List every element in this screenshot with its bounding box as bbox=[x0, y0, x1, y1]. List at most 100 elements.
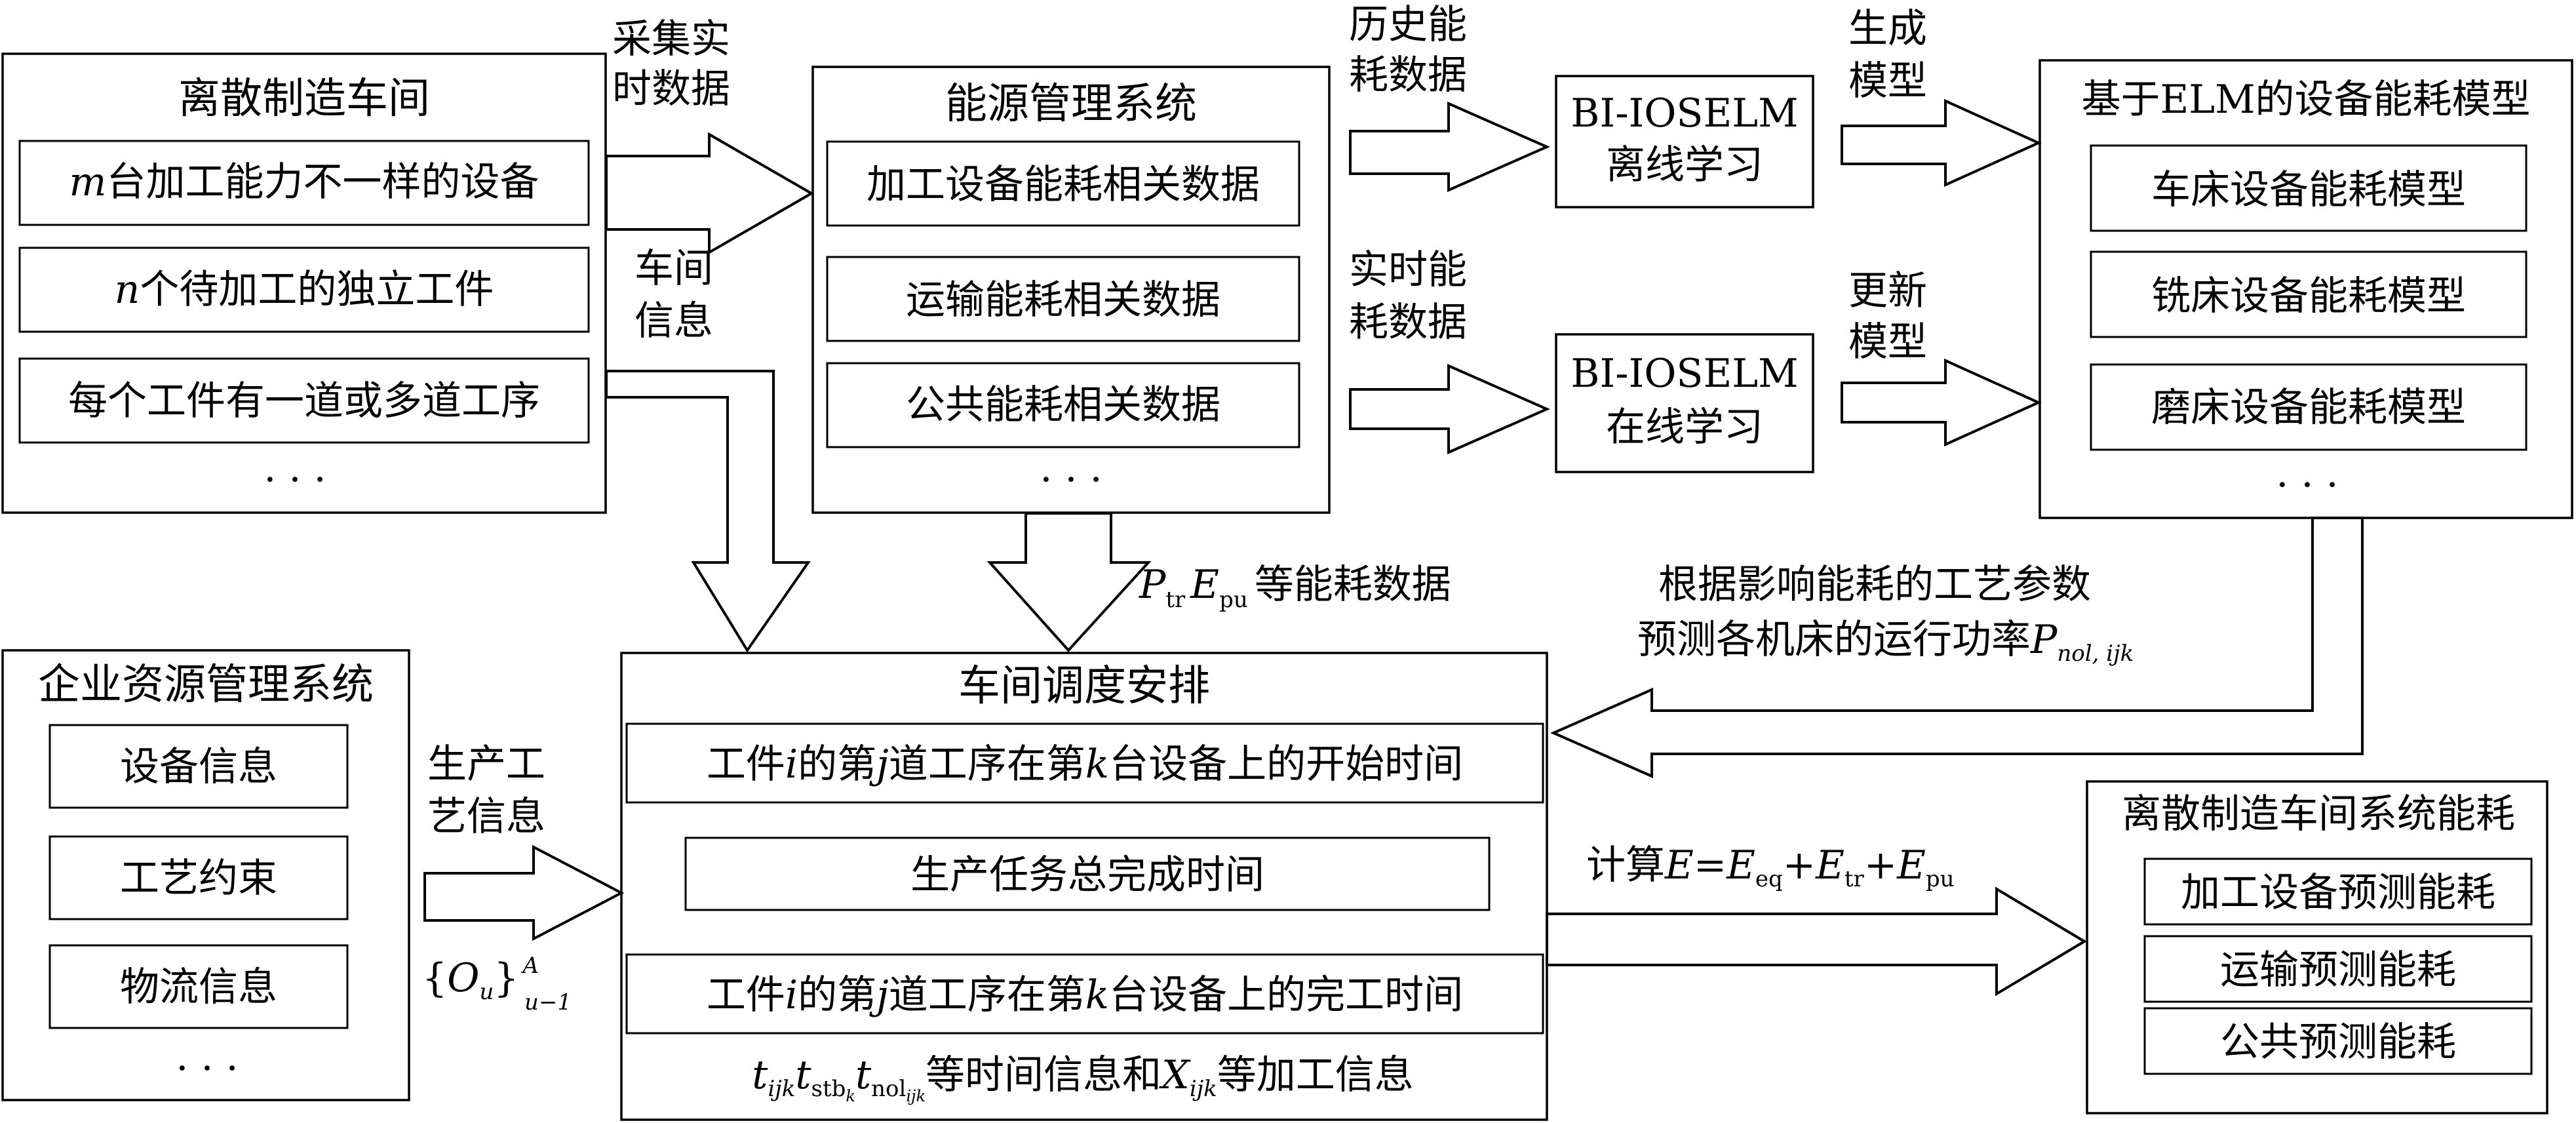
system-energy-item3-text: 公共预测能耗 bbox=[2220, 1019, 2456, 1065]
schedule-title: 车间调度安排 bbox=[958, 662, 1210, 711]
workshop-ellipsis: · · · bbox=[263, 457, 326, 503]
ems-item2-text: 运输能耗相关数据 bbox=[906, 277, 1220, 323]
s3-mid2: 道工序在第 bbox=[889, 972, 1085, 1018]
var-i: i bbox=[785, 972, 798, 1018]
predict-label-2: 预测各机床的运行功率Pnol, ijk bbox=[1637, 617, 2134, 667]
generate-label-1: 生成 bbox=[1848, 6, 1927, 52]
realtime-label-2: 耗数据 bbox=[1349, 300, 1467, 345]
s1-mid1: 的第 bbox=[798, 741, 876, 787]
update-model-arrow bbox=[1841, 358, 2042, 447]
process-label-2: 艺信息 bbox=[427, 794, 545, 840]
schedule-item-makespan bbox=[684, 837, 1491, 911]
elm-ellipsis: · · · bbox=[2276, 462, 2338, 508]
erp-item-logistics bbox=[49, 944, 349, 1029]
update-label-2: 模型 bbox=[1848, 319, 1927, 365]
elm-item3-text: 磨床设备能耗模型 bbox=[2151, 385, 2466, 431]
workshop-info-arrow bbox=[605, 370, 811, 653]
predict-power-arrow bbox=[1550, 517, 2364, 779]
realtime-data-arrow bbox=[1349, 363, 1550, 455]
erp-title: 企业资源管理系统 bbox=[38, 661, 374, 709]
svg-text:n个待加工的独立工件: n个待加工的独立工件 bbox=[115, 267, 494, 313]
ems-title: 能源管理系统 bbox=[945, 80, 1197, 128]
calc-formula-label: 计算E=Eeq+Etr+Epu bbox=[1586, 842, 1955, 892]
schedule-item-finish-time bbox=[625, 953, 1544, 1034]
ems-box: 能源管理系统 加工设备能耗相关数据 运输能耗相关数据 公共能耗相关数据 · · … bbox=[811, 66, 1331, 514]
erp-box: 企业资源管理系统 设备信息 工艺约束 物流信息 · · · bbox=[1, 649, 410, 1101]
system-energy-title: 离散制造车间系统能耗 bbox=[2122, 791, 2515, 837]
history-data-arrow bbox=[1349, 101, 1550, 193]
var-m: m bbox=[69, 159, 107, 205]
update-label-1: 更新 bbox=[1848, 268, 1927, 314]
schedule-item2-text: 生产任务总完成时间 bbox=[910, 852, 1264, 898]
process-info-arrow bbox=[423, 844, 625, 941]
schedule-box: 车间调度安排 工件i的第j道工序在第k台设备上的开始时间 生产任务总完成时间 工… bbox=[620, 652, 1548, 1121]
schedule-item-start-time bbox=[625, 722, 1544, 804]
offline-line2: 离线学习 bbox=[1606, 142, 1763, 188]
energy-data-arrow bbox=[986, 512, 1152, 652]
ems-item-public bbox=[826, 362, 1300, 448]
elm-item2-text: 铣床设备能耗模型 bbox=[2151, 273, 2466, 319]
svg-text:工件i的第j道工序在第k台设备上的完工时间: 工件i的第j道工序在第k台设备上的完工时间 bbox=[707, 972, 1463, 1018]
erp-item-equipment bbox=[49, 724, 349, 809]
elm-item-lathe bbox=[2090, 144, 2527, 232]
online-learning-box: BI-IOSELM 在线学习 bbox=[1555, 333, 1814, 473]
workshop-info-label-1: 车间 bbox=[634, 246, 713, 292]
erp-item2-text: 工艺约束 bbox=[120, 856, 277, 901]
generate-model-arrow bbox=[1841, 98, 2042, 187]
schedule-bottom-formula: tijktstbktnolijk等时间信息和Xijk等加工信息 bbox=[752, 1052, 1414, 1105]
elm-item-milling bbox=[2090, 250, 2527, 338]
ems-item1-text: 加工设备能耗相关数据 bbox=[867, 162, 1260, 208]
ems-item-transport bbox=[826, 256, 1300, 342]
online-line1: BI-IOSELM bbox=[1571, 351, 1798, 397]
system-energy-item-public bbox=[2143, 1007, 2533, 1075]
online-line2: 在线学习 bbox=[1606, 404, 1763, 450]
s3-pre: 工件 bbox=[707, 972, 785, 1018]
s1-pre: 工件 bbox=[707, 741, 785, 787]
var-k: k bbox=[1085, 741, 1109, 787]
var-k: k bbox=[1085, 972, 1109, 1018]
collect-label-1: 采集实 bbox=[612, 16, 730, 62]
erp-item1-text: 设备信息 bbox=[120, 744, 277, 790]
workshop-title: 离散制造车间 bbox=[178, 75, 430, 123]
workshop-box: 离散制造车间 m台加工能力不一样的设备 n个待加工的独立工件 每个工件有一道或多… bbox=[1, 52, 607, 514]
history-label-2: 耗数据 bbox=[1349, 52, 1467, 98]
ems-item-processing bbox=[826, 140, 1300, 227]
system-energy-box: 离散制造车间系统能耗 加工设备预测能耗 运输预测能耗 公共预测能耗 bbox=[2086, 780, 2548, 1114]
system-energy-item-transport bbox=[2143, 935, 2533, 1003]
workshop-info-label-2: 信息 bbox=[634, 298, 713, 344]
s3-mid1: 的第 bbox=[798, 972, 876, 1018]
generate-label-2: 模型 bbox=[1848, 58, 1927, 104]
erp-ellipsis: · · · bbox=[176, 1046, 238, 1092]
workshop-item-jobs bbox=[18, 246, 590, 333]
ems-item3-text: 公共能耗相关数据 bbox=[906, 382, 1220, 428]
workshop-item3-text: 每个工件有一道或多道工序 bbox=[68, 378, 540, 424]
collect-arrow bbox=[605, 132, 815, 255]
process-label-1: 生产工 bbox=[427, 741, 545, 787]
realtime-label-1: 实时能 bbox=[1349, 247, 1467, 293]
elm-title: 基于ELM的设备能耗模型 bbox=[2081, 77, 2530, 123]
system-energy-item1-text: 加工设备预测能耗 bbox=[2181, 870, 2495, 916]
s3-post: 台设备上的完工时间 bbox=[1109, 972, 1463, 1018]
system-energy-item-processing bbox=[2143, 857, 2533, 926]
predict-label-1: 根据影响能耗的工艺参数 bbox=[1658, 562, 2091, 608]
svg-text:m台加工能力不一样的设备: m台加工能力不一样的设备 bbox=[69, 159, 539, 205]
erp-item-constraints bbox=[49, 835, 349, 920]
workshop-item-machines bbox=[18, 140, 590, 226]
var-i: i bbox=[785, 741, 798, 787]
system-energy-arrow bbox=[1546, 886, 2087, 996]
system-energy-item2-text: 运输预测能耗 bbox=[2220, 947, 2456, 993]
elm-item1-text: 车床设备能耗模型 bbox=[2151, 167, 2466, 213]
s1-post: 台设备上的开始时间 bbox=[1109, 741, 1463, 787]
workshop-item2-text: 个待加工的独立工件 bbox=[140, 267, 494, 313]
collect-label-2: 时数据 bbox=[612, 66, 730, 112]
workshop-item1-text: 台加工能力不一样的设备 bbox=[106, 159, 539, 205]
elm-model-box: 基于ELM的设备能耗模型 车床设备能耗模型 铣床设备能耗模型 磨床设备能耗模型 … bbox=[2039, 59, 2573, 519]
var-n: n bbox=[115, 267, 140, 313]
erp-item3-text: 物流信息 bbox=[120, 964, 277, 1010]
svg-text:工件i的第j道工序在第k台设备上的开始时间: 工件i的第j道工序在第k台设备上的开始时间 bbox=[707, 741, 1463, 787]
elm-item-grinding bbox=[2090, 363, 2527, 451]
history-label-1: 历史能 bbox=[1349, 2, 1467, 48]
ems-ellipsis: · · · bbox=[1040, 457, 1102, 503]
